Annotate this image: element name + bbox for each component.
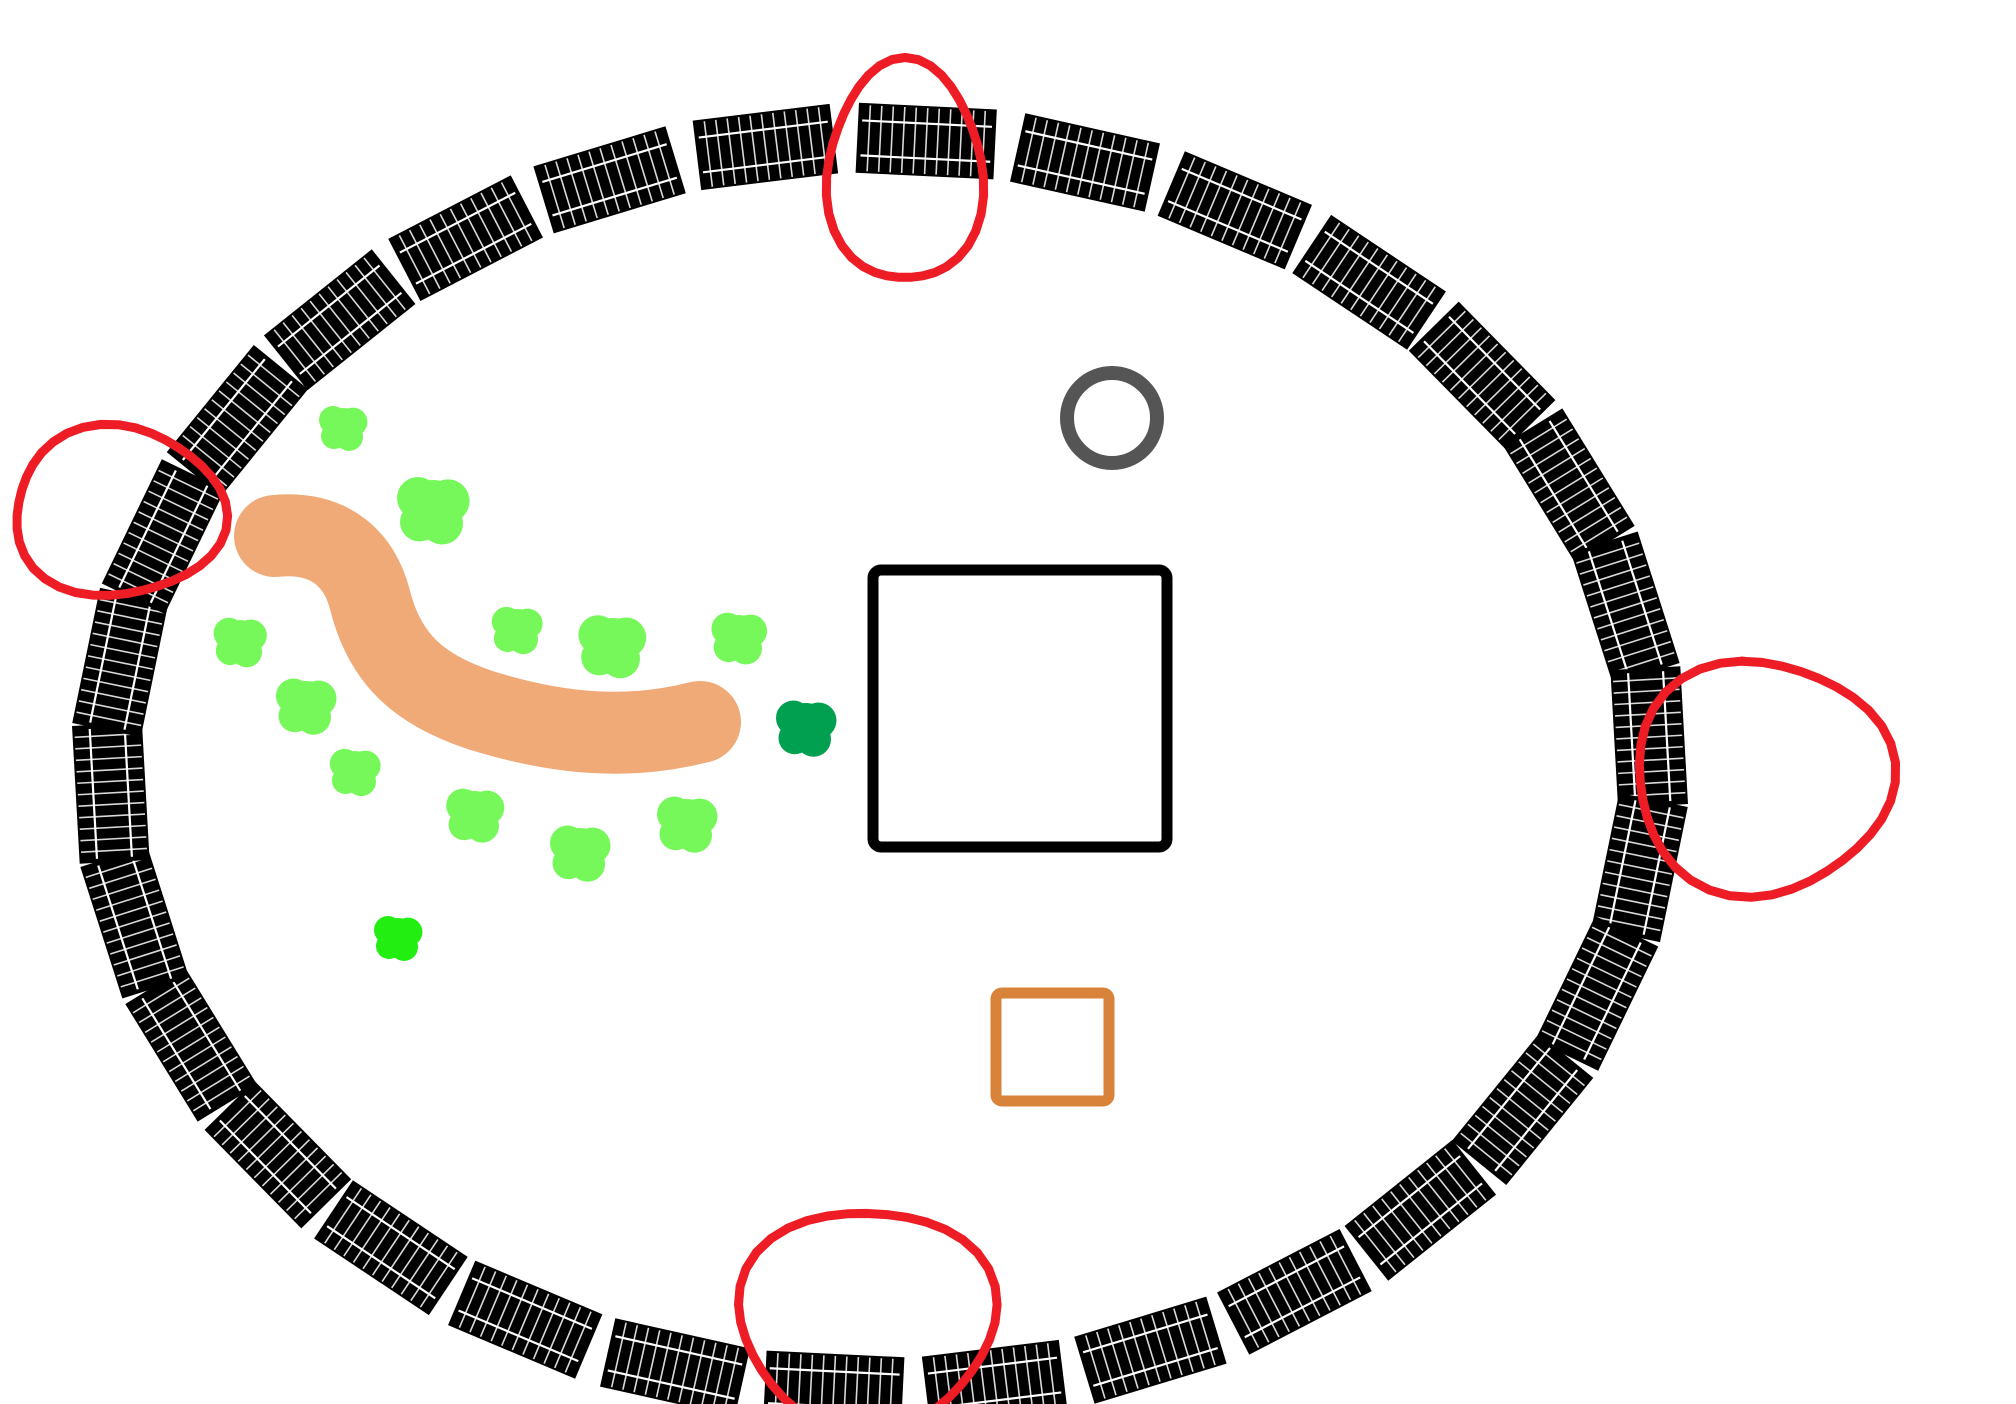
bush-icon bbox=[550, 825, 611, 882]
track-segment bbox=[204, 1080, 352, 1229]
track-segment bbox=[1074, 1296, 1227, 1404]
bush-icon bbox=[213, 617, 267, 668]
track-segment bbox=[1535, 916, 1659, 1071]
track-segment bbox=[1502, 408, 1635, 563]
bush-icon bbox=[776, 700, 837, 757]
track-segment bbox=[314, 1180, 468, 1316]
track-segment bbox=[1408, 301, 1556, 450]
track-segment bbox=[263, 249, 416, 391]
track-segment bbox=[72, 587, 169, 738]
bush-icon bbox=[374, 916, 423, 961]
track-segment bbox=[692, 103, 839, 191]
track-segment bbox=[1591, 792, 1688, 943]
small-square-building-icon bbox=[990, 987, 1115, 1107]
bush-icon bbox=[276, 678, 337, 735]
bush-icon bbox=[491, 606, 543, 655]
track-segment bbox=[388, 175, 543, 302]
red-highlight-circle bbox=[12, 419, 233, 600]
track-segment bbox=[166, 344, 309, 497]
track-segment bbox=[1217, 1228, 1372, 1355]
bush-icon bbox=[578, 615, 647, 679]
red-highlight-circles bbox=[12, 53, 1900, 1404]
track-segment bbox=[1570, 531, 1680, 685]
grey-ring-icon bbox=[1060, 366, 1164, 470]
track-segment bbox=[763, 1350, 905, 1404]
red-highlight-circle bbox=[1634, 656, 1900, 902]
bush-icon bbox=[446, 788, 505, 843]
track-segment bbox=[1010, 113, 1160, 212]
track-segment bbox=[72, 722, 150, 864]
red-highlight-circle bbox=[821, 53, 989, 282]
bush-icon bbox=[657, 796, 718, 853]
bush-icon bbox=[711, 612, 768, 665]
track-segment bbox=[533, 126, 686, 234]
track-segment bbox=[1451, 1033, 1594, 1186]
track-segment bbox=[921, 1339, 1068, 1404]
track-segment bbox=[80, 845, 190, 999]
track-segment bbox=[600, 1318, 750, 1404]
track-segment bbox=[1292, 214, 1446, 350]
red-highlight-circle bbox=[734, 1208, 1002, 1404]
track-segment bbox=[101, 459, 225, 614]
track-segment bbox=[1157, 151, 1312, 270]
track-segment bbox=[125, 967, 258, 1122]
railway-track-loop bbox=[72, 102, 1688, 1404]
large-square-building-icon bbox=[867, 564, 1173, 853]
bush-icon bbox=[329, 748, 381, 797]
track-segment bbox=[1344, 1139, 1497, 1281]
dirt-path-icon bbox=[234, 494, 741, 774]
bush-icon bbox=[397, 477, 470, 545]
track-segment bbox=[448, 1260, 603, 1379]
bush-cluster bbox=[213, 406, 837, 961]
bush-icon bbox=[319, 406, 368, 451]
